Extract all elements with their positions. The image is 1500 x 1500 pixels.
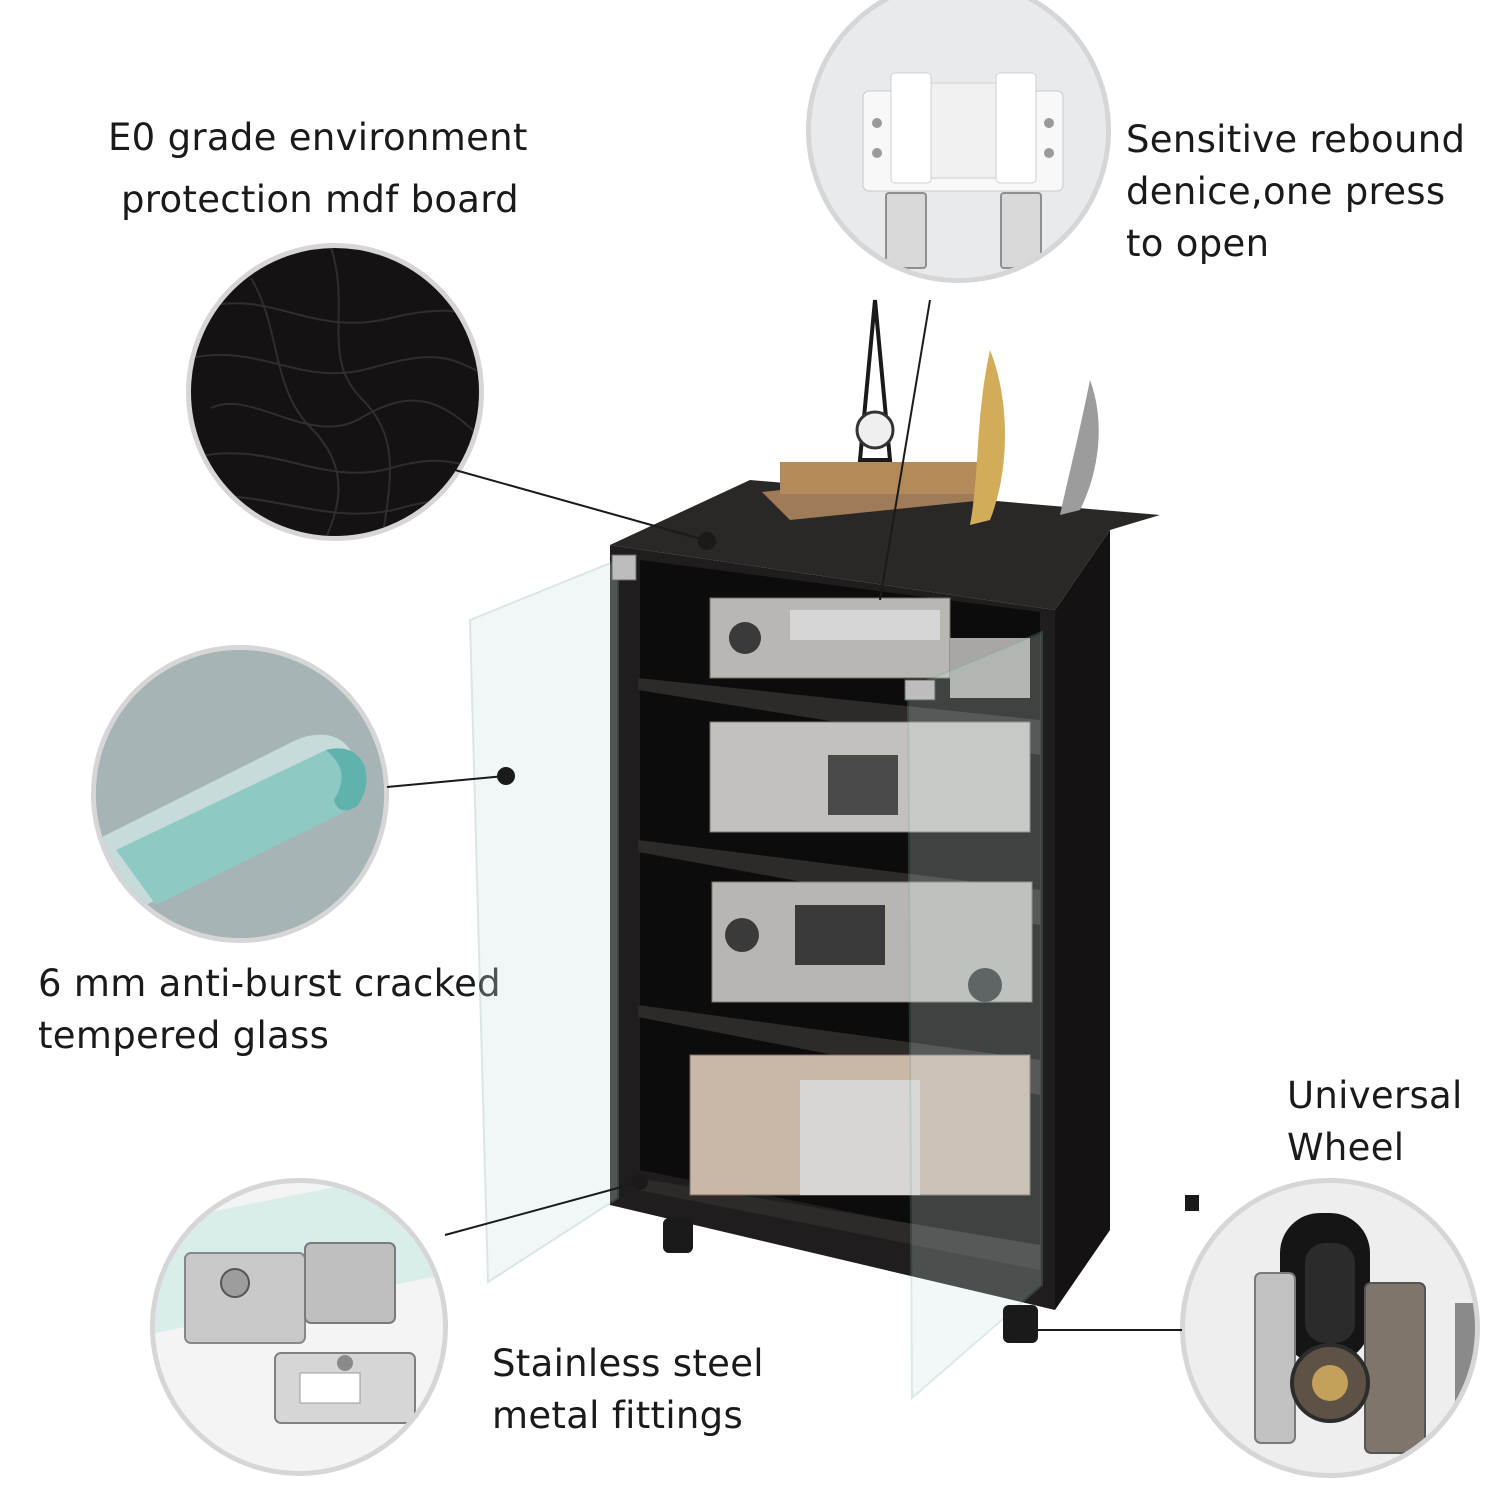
mdf-board-label: E0 grade environment protection mdf boar… bbox=[108, 112, 528, 226]
universal-wheel-circle bbox=[1180, 1178, 1480, 1478]
rebound-device-circle bbox=[806, 0, 1111, 283]
mdf-label-line1: E0 grade environment bbox=[108, 116, 528, 159]
steel-fittings-circle bbox=[150, 1178, 448, 1476]
glass-label-line2: tempered glass bbox=[38, 1014, 330, 1057]
audio-equipment bbox=[689, 597, 1033, 1196]
decor-items bbox=[762, 299, 1099, 525]
glass-label-line1: 6 mm anti-burst cracked bbox=[38, 962, 501, 1005]
hinge-icon bbox=[155, 1183, 443, 1424]
rebound-label-line2: denice,one press bbox=[1126, 170, 1446, 213]
wheel-label-line1: Universal bbox=[1287, 1074, 1463, 1117]
stainless-steel-label: Stainless steel metal fittings bbox=[492, 1338, 764, 1442]
wheel-label-line2: Wheel bbox=[1287, 1126, 1405, 1169]
callout-lines bbox=[386, 299, 1182, 1338]
glass-edge-icon bbox=[96, 650, 384, 938]
glass-doors[interactable] bbox=[468, 554, 1043, 1401]
tempered-glass-circle bbox=[91, 645, 389, 943]
rebound-device-label: Sensitive rebound denice,one press to op… bbox=[1126, 114, 1465, 270]
push-latch-icon bbox=[862, 72, 1064, 269]
steel-label-line1: Stainless steel bbox=[492, 1342, 764, 1385]
rebound-label-line1: Sensitive rebound bbox=[1126, 118, 1466, 161]
universal-wheel-label: Universal Wheel bbox=[1287, 1070, 1463, 1174]
tempered-glass-label: 6 mm anti-burst cracked tempered glass bbox=[38, 958, 501, 1062]
steel-label-line2: metal fittings bbox=[492, 1394, 744, 1437]
rebound-label-line3: to open bbox=[1126, 222, 1270, 265]
mdf-label-line2: protection mdf board bbox=[121, 178, 519, 221]
mdf-wood-texture-circle bbox=[186, 243, 484, 541]
caster-wheel-icon bbox=[1254, 1213, 1475, 1454]
